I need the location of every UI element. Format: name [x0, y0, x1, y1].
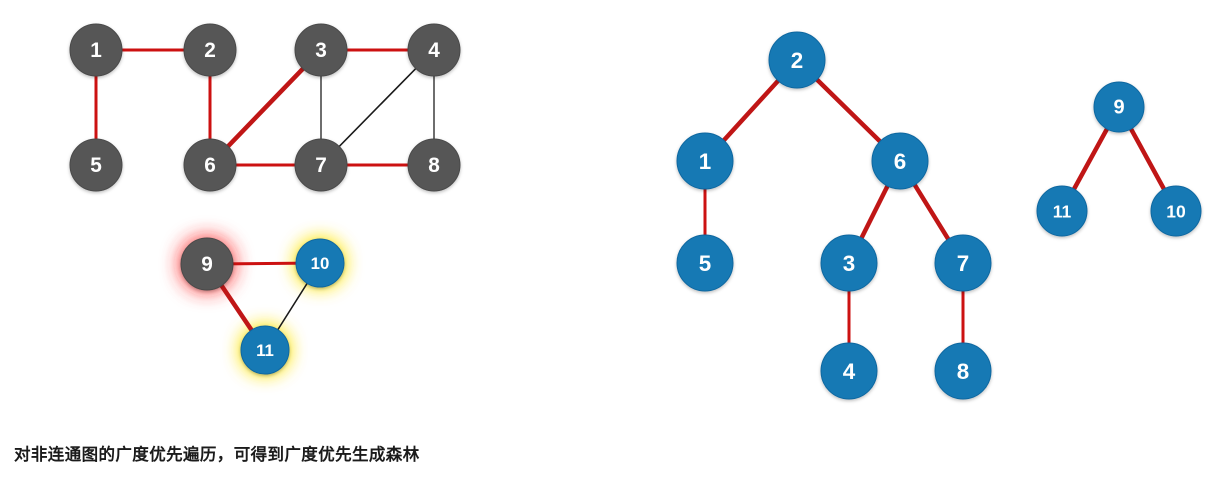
- graph-node-1[interactable]: 1: [69, 23, 123, 77]
- graph-node-5[interactable]: 5: [69, 138, 123, 192]
- node-label: 4: [428, 39, 440, 62]
- node-label: 9: [1113, 97, 1124, 119]
- node-circle: [407, 23, 461, 77]
- node-circle: [183, 23, 237, 77]
- node-circle: [676, 132, 734, 190]
- node-label: 6: [894, 149, 906, 174]
- node-circle: [1150, 185, 1202, 237]
- node-label: 5: [699, 251, 711, 276]
- node-circle: [183, 138, 237, 192]
- node-label: 5: [90, 154, 102, 177]
- node-circle: [1093, 81, 1145, 133]
- node-label: 8: [957, 359, 969, 384]
- node-circle: [295, 238, 345, 288]
- node-circle: [69, 23, 123, 77]
- node-label: 10: [311, 254, 330, 273]
- forest-node-8[interactable]: 8: [934, 342, 992, 400]
- node-label: 4: [843, 359, 856, 384]
- forest-node-4[interactable]: 4: [820, 342, 878, 400]
- node-label: 3: [315, 39, 327, 62]
- node-label: 8: [428, 154, 440, 177]
- forest-node-9[interactable]: 9: [1093, 81, 1145, 133]
- edge-layer: [94, 47, 1179, 373]
- forest-node-6[interactable]: 6: [871, 132, 929, 190]
- node-circle: [1036, 185, 1088, 237]
- node-label: 11: [1053, 202, 1072, 222]
- node-label: 7: [957, 251, 969, 276]
- graph-node-8[interactable]: 8: [407, 138, 461, 192]
- node-label: 1: [90, 39, 102, 62]
- graph-node-2[interactable]: 2: [183, 23, 237, 77]
- graph-node-10[interactable]: 10: [295, 238, 345, 288]
- node-circle: [240, 325, 290, 375]
- forest-node-3[interactable]: 3: [820, 234, 878, 292]
- forest-node-2[interactable]: 2: [768, 31, 826, 89]
- figure-caption: 对非连通图的广度优先遍历，可得到广度优先生成森林: [14, 446, 420, 464]
- node-circle: [69, 138, 123, 192]
- node-label: 3: [843, 251, 855, 276]
- forest-node-1[interactable]: 1: [676, 132, 734, 190]
- node-circle: [871, 132, 929, 190]
- node-circle: [820, 234, 878, 292]
- node-circle: [820, 342, 878, 400]
- graph-node-6[interactable]: 6: [183, 138, 237, 192]
- node-layer: 1 2 3 4 5 6 7 8 9 10 11 2 1 6 5 3 7 4 8 9 11 10: [69, 23, 1202, 400]
- node-label: 2: [791, 48, 803, 73]
- node-label: 1: [699, 149, 711, 174]
- edge-4-7: [320, 49, 435, 166]
- node-circle: [768, 31, 826, 89]
- node-circle: [294, 138, 348, 192]
- node-circle: [407, 138, 461, 192]
- node-label: 6: [204, 154, 216, 177]
- graph-node-9[interactable]: 9: [180, 237, 234, 291]
- node-label: 2: [204, 39, 216, 62]
- forest-node-11[interactable]: 11: [1036, 185, 1088, 237]
- graph-node-11[interactable]: 11: [240, 325, 290, 375]
- forest-node-10[interactable]: 10: [1150, 185, 1202, 237]
- node-circle: [294, 23, 348, 77]
- graph-node-7[interactable]: 7: [294, 138, 348, 192]
- forest-node-5[interactable]: 5: [676, 234, 734, 292]
- node-label: 7: [315, 154, 327, 177]
- graph-node-4[interactable]: 4: [407, 23, 461, 77]
- node-circle: [676, 234, 734, 292]
- node-label: 10: [1166, 202, 1186, 222]
- node-circle: [934, 234, 992, 292]
- graph-node-3[interactable]: 3: [294, 23, 348, 77]
- forest-node-7[interactable]: 7: [934, 234, 992, 292]
- edge-3-6: [207, 47, 324, 168]
- node-label: 9: [201, 253, 213, 276]
- node-label: 11: [256, 341, 274, 360]
- node-circle: [934, 342, 992, 400]
- node-circle: [180, 237, 234, 291]
